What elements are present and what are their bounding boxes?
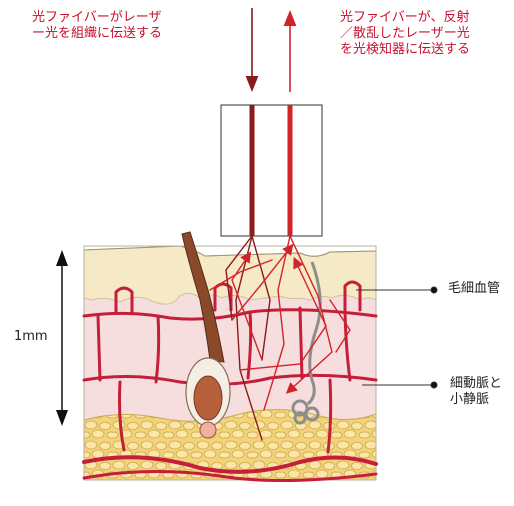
label-fiber-out-line: を光検知器に伝送する <box>340 42 470 58</box>
depth-indicator <box>56 250 68 426</box>
fat-layer <box>84 409 376 480</box>
label-fiber-out: 光ファイバーが、反射 ／散乱したレーザー光 を光検知器に伝送する <box>340 10 470 58</box>
label-fiber-in-line: ー光を組織に伝送する <box>32 26 162 42</box>
label-fiber-out-line: ／散乱したレーザー光 <box>340 26 470 42</box>
label-fiber-in: 光ファイバーがレーザ ー光を組織に伝送する <box>32 10 162 42</box>
label-depth: 1mm <box>14 329 48 345</box>
label-capillary: 毛細血管 <box>448 281 500 297</box>
skin-section <box>84 246 376 480</box>
label-vessels: 細動脈と 小静脈 <box>450 376 502 408</box>
label-fiber-out-line: 光ファイバーが、反射 <box>340 10 470 26</box>
label-fiber-in-line: 光ファイバーがレーザ <box>32 10 162 26</box>
label-vessels-line: 細動脈と <box>450 376 502 392</box>
label-vessels-line: 小静脈 <box>450 392 502 408</box>
probe-housing <box>221 105 322 236</box>
